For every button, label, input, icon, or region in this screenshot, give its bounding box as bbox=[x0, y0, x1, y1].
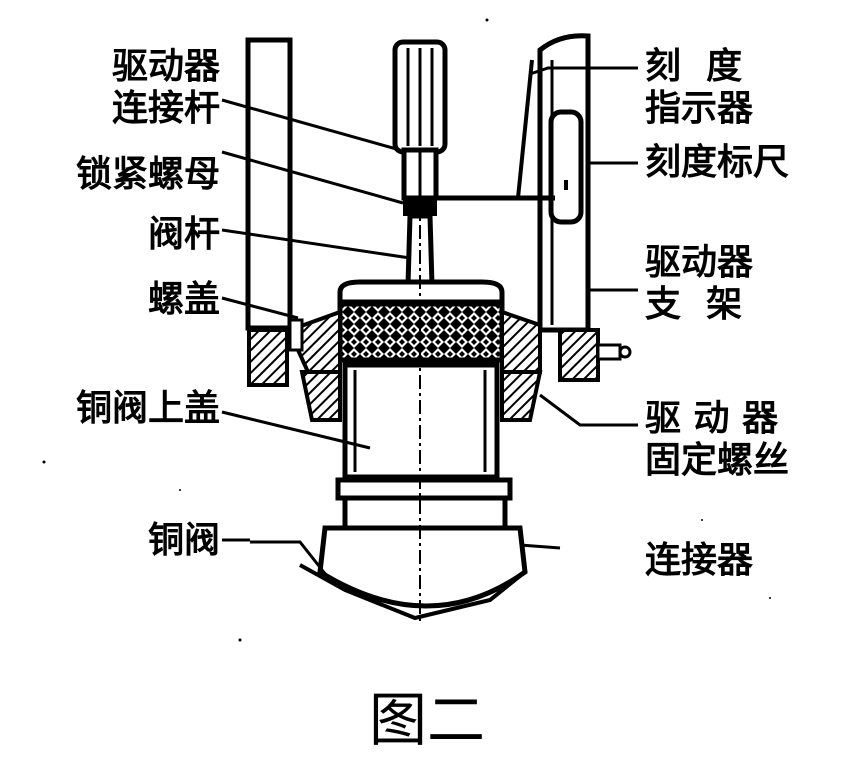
label-valve-stem: 阀杆 bbox=[147, 214, 220, 255]
label-copper-valve-cover: 铜阀上盖 bbox=[75, 388, 220, 429]
label-actuator-fixing-screw-line1: 驱 动 器 bbox=[645, 398, 779, 439]
label-scale-pointer: 刻 度 指示器 bbox=[645, 46, 753, 130]
label-drive-link-rod-line1: 驱动器 bbox=[111, 46, 220, 87]
figure-caption: 图二 bbox=[368, 686, 485, 754]
left-bracket-post bbox=[245, 37, 293, 387]
label-actuator-bracket: 驱动器 支 架 bbox=[645, 242, 753, 326]
connector-band bbox=[335, 477, 513, 501]
label-bonnet-nut: 螺盖 bbox=[147, 279, 220, 320]
label-actuator-bracket-line1: 驱动器 bbox=[645, 242, 754, 283]
label-scale-ruler: 刻度标尺 bbox=[645, 142, 790, 183]
label-connector: 连接器 bbox=[645, 540, 754, 581]
connector-body bbox=[342, 495, 508, 531]
label-actuator-fixing-screw: 驱 动 器 固定螺丝 bbox=[645, 398, 789, 482]
scan-specks bbox=[42, 18, 771, 642]
label-drive-link-rod: 驱动器 连接杆 bbox=[70, 46, 220, 130]
label-scale-pointer-line2: 指示器 bbox=[645, 88, 754, 129]
mount-ring bbox=[287, 309, 543, 422]
copper-valve-body bbox=[250, 525, 561, 621]
scale-window bbox=[548, 109, 584, 225]
right-bracket bbox=[516, 33, 632, 382]
label-actuator-bracket-line2: 支 架 bbox=[645, 284, 743, 325]
bonnet-cap-top bbox=[337, 279, 505, 305]
label-actuator-fixing-screw-line2: 固定螺丝 bbox=[645, 440, 790, 481]
label-drive-link-rod-line2: 连接杆 bbox=[111, 88, 220, 129]
drive-link-rod bbox=[392, 39, 448, 201]
leader-lines-right bbox=[529, 66, 638, 427]
leader-lines-left bbox=[221, 98, 411, 542]
label-scale-pointer-line1: 刻 度 bbox=[645, 46, 743, 87]
label-copper-valve: 铜阀 bbox=[147, 520, 220, 561]
label-lock-nut: 锁紧螺母 bbox=[75, 154, 220, 195]
